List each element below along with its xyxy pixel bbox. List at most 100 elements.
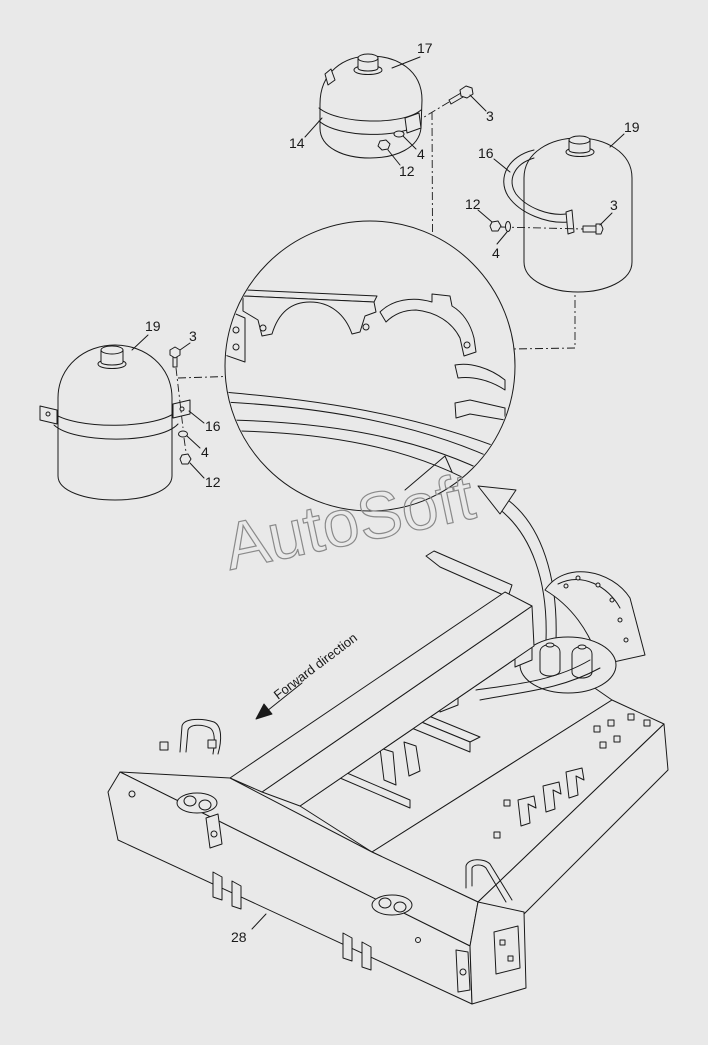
callout-upper-washer: 4 xyxy=(417,146,425,162)
tow-hook xyxy=(212,871,223,901)
detail-contents xyxy=(226,289,511,491)
disc-hole xyxy=(609,597,615,603)
leader-line xyxy=(493,158,511,173)
direction-arrow-head xyxy=(255,703,273,720)
left-bracket xyxy=(242,295,377,337)
rail-hook xyxy=(517,795,537,827)
leader-line xyxy=(251,913,267,930)
callout-left-strap: 16 xyxy=(205,418,221,434)
hanger-bracket xyxy=(403,741,421,777)
frame-curve xyxy=(226,391,511,453)
hanger-bracket xyxy=(379,747,397,786)
magnifier-pointer xyxy=(404,455,453,491)
leader-line xyxy=(609,133,625,148)
direction-arrow-shaft xyxy=(266,682,303,712)
bolt-head xyxy=(595,223,604,235)
ear-hole xyxy=(45,411,51,417)
bolt-head xyxy=(169,346,181,359)
callout-right-tank: 19 xyxy=(624,119,640,135)
callout-frame: 28 xyxy=(231,929,247,945)
strap xyxy=(51,409,179,426)
nut xyxy=(489,220,502,232)
disc-edge xyxy=(557,579,621,609)
rail-square-hole xyxy=(607,719,615,727)
strap xyxy=(53,423,179,440)
end-plate xyxy=(493,925,521,975)
callout-upper-nut: 12 xyxy=(399,163,415,179)
rail-square-hole xyxy=(493,831,501,839)
callout-right-washer: 4 xyxy=(492,245,500,261)
rail-square-hole xyxy=(599,741,607,749)
upper-arm xyxy=(425,550,513,598)
direction-label: Forward direction xyxy=(271,630,360,702)
nut xyxy=(179,453,192,465)
leader-line xyxy=(188,410,205,424)
leader-line xyxy=(477,209,493,223)
callout-upper-bolt: 3 xyxy=(486,108,494,124)
leader-line xyxy=(387,149,401,166)
upper-tank-assembly xyxy=(318,53,474,357)
chassis-frame xyxy=(107,550,669,1005)
leader-line xyxy=(391,56,421,69)
lug-hole xyxy=(459,968,467,976)
tow-hook xyxy=(231,880,242,910)
washer xyxy=(393,130,405,138)
washer xyxy=(178,430,188,438)
disc-hole xyxy=(623,637,629,643)
callouts: 17 3 14 4 12 19 16 12 3 4 19 3 16 4 12 2… xyxy=(131,40,640,945)
handle-mount xyxy=(207,739,217,749)
callout-left-tank: 19 xyxy=(145,318,161,334)
rail-hook xyxy=(542,781,562,813)
strap-tab xyxy=(565,209,575,235)
leader-line xyxy=(186,435,201,449)
cutout-hole xyxy=(183,795,197,807)
washer xyxy=(505,221,511,232)
frame-curve xyxy=(239,430,487,491)
rail-handle xyxy=(471,864,507,903)
leader-line xyxy=(189,462,205,479)
end-plate-hole xyxy=(499,939,506,946)
callout-upper-tank: 17 xyxy=(417,40,433,56)
callout-left-washer: 4 xyxy=(201,444,209,460)
rail-hook xyxy=(565,767,585,799)
detail-magnifier xyxy=(224,220,516,512)
callout-right-bolt: 3 xyxy=(610,197,618,213)
end-plate-hole xyxy=(507,955,514,962)
dash-line xyxy=(500,226,584,230)
frame-tank-cap xyxy=(577,644,587,650)
tank-cap-top xyxy=(568,135,591,145)
ear-hole xyxy=(179,406,185,412)
bracket-hole xyxy=(463,341,471,349)
leader-line xyxy=(179,342,191,351)
handle-mount xyxy=(159,741,169,751)
arrow-head xyxy=(477,485,517,515)
leader-line xyxy=(131,334,149,351)
strap xyxy=(511,157,567,215)
right-tank-assembly xyxy=(446,135,633,412)
leader-line xyxy=(304,117,323,138)
left-rail-top xyxy=(229,591,533,793)
disc-hole xyxy=(575,575,581,581)
cutout-hole xyxy=(378,897,392,909)
tank-cap-top xyxy=(100,345,124,355)
leader-line xyxy=(402,135,417,150)
right-tank-body xyxy=(523,137,633,293)
bracket-hole xyxy=(259,324,267,332)
callout-right-nut: 12 xyxy=(465,196,481,212)
front-beam-face xyxy=(107,771,473,1005)
cutout-hole xyxy=(393,901,407,913)
left-tank-body xyxy=(57,344,173,501)
block-hole xyxy=(232,343,240,351)
rail-square-hole xyxy=(613,735,621,743)
cutout-hole xyxy=(198,799,212,811)
callout-left-nut: 12 xyxy=(205,474,221,490)
clamp-ear xyxy=(404,112,422,134)
bolt-shaft xyxy=(582,225,597,233)
callout-left-bolt: 3 xyxy=(189,328,197,344)
recess-rim xyxy=(475,659,591,691)
rail-square-hole xyxy=(503,799,511,807)
leader-line xyxy=(599,212,613,226)
left-handle xyxy=(179,718,222,755)
disc-hole xyxy=(595,582,601,588)
